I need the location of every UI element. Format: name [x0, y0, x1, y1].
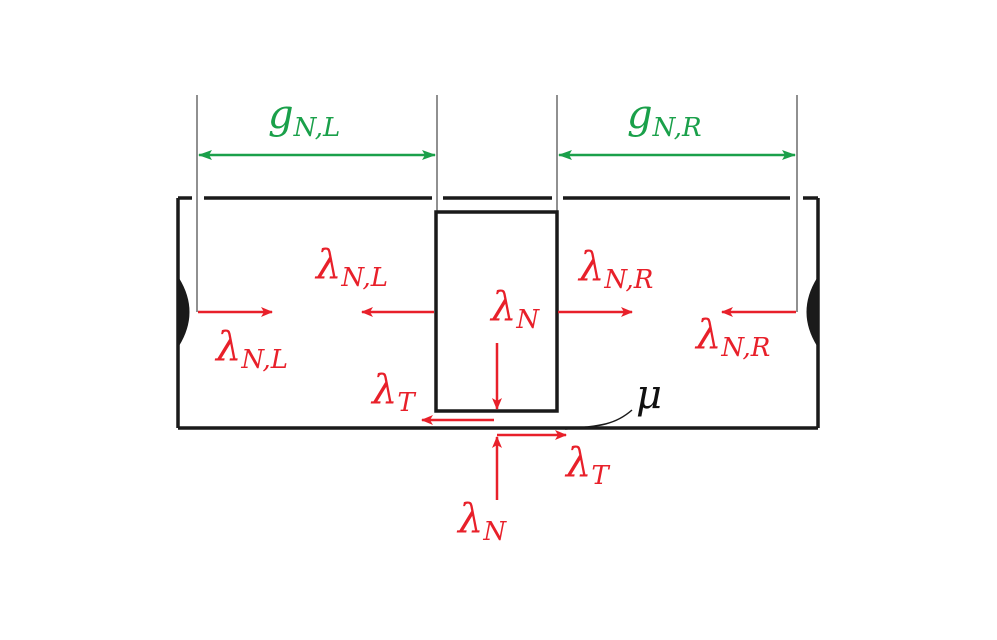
- friction-leader-line: [564, 409, 633, 430]
- gap-right-label: gN,R: [627, 92, 702, 143]
- sliding-block: [434, 210, 559, 413]
- ground-tangent-force-label: λT: [564, 440, 610, 491]
- block-normal-force-label: λN: [489, 284, 540, 335]
- right-wall-force-label: λN,R: [694, 312, 770, 363]
- friction-coefficient-label: μ: [636, 372, 662, 418]
- right-wall-contact: [806, 278, 817, 346]
- block-right-force-label: λN,R: [577, 244, 653, 295]
- left-wall-contact: [179, 278, 190, 346]
- left-wall-force-label: λN,L: [214, 324, 288, 375]
- container-box: [176, 196, 820, 430]
- gap-left-label: gN,L: [268, 92, 340, 143]
- force-arrows: [198, 307, 796, 500]
- block-tangent-force-label: λT: [370, 367, 416, 418]
- gap-reference-lines: [196, 95, 798, 312]
- ground-normal-force-label: λN: [456, 496, 507, 547]
- block-left-force-label: λN,L: [314, 242, 388, 293]
